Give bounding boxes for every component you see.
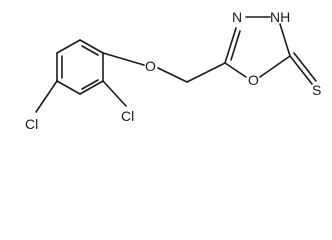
oxadiazole-ring <box>224 16 291 78</box>
bond <box>56 80 81 95</box>
double-bond-inner <box>81 79 99 90</box>
bond <box>224 62 247 78</box>
bond <box>157 67 188 83</box>
bond <box>79 80 104 95</box>
bond <box>102 52 145 66</box>
ring-oxygen-label: O <box>248 72 259 88</box>
bond <box>102 80 127 107</box>
chloro-ortho-label: Cl <box>121 108 134 124</box>
bond <box>186 62 226 83</box>
ring-nh-label: NH <box>270 9 290 25</box>
ether-oxygen-label: O <box>145 58 156 74</box>
benzene-ring <box>56 39 104 95</box>
ring-nitrogen-label: N <box>232 9 242 25</box>
chemical-structure-diagram: O O N NH S Cl Cl <box>25 9 321 132</box>
chloro-para-label: Cl <box>25 116 38 132</box>
thione-bond <box>289 55 313 85</box>
double-bond-inner <box>230 30 241 61</box>
bond <box>259 55 291 78</box>
thione-sulfur-label: S <box>312 82 321 98</box>
bond <box>224 27 237 64</box>
bond <box>35 80 58 113</box>
thione-bond <box>293 52 317 82</box>
double-bond-inner <box>81 45 99 56</box>
bond <box>79 39 104 54</box>
bond <box>56 39 81 54</box>
bond <box>279 23 291 57</box>
